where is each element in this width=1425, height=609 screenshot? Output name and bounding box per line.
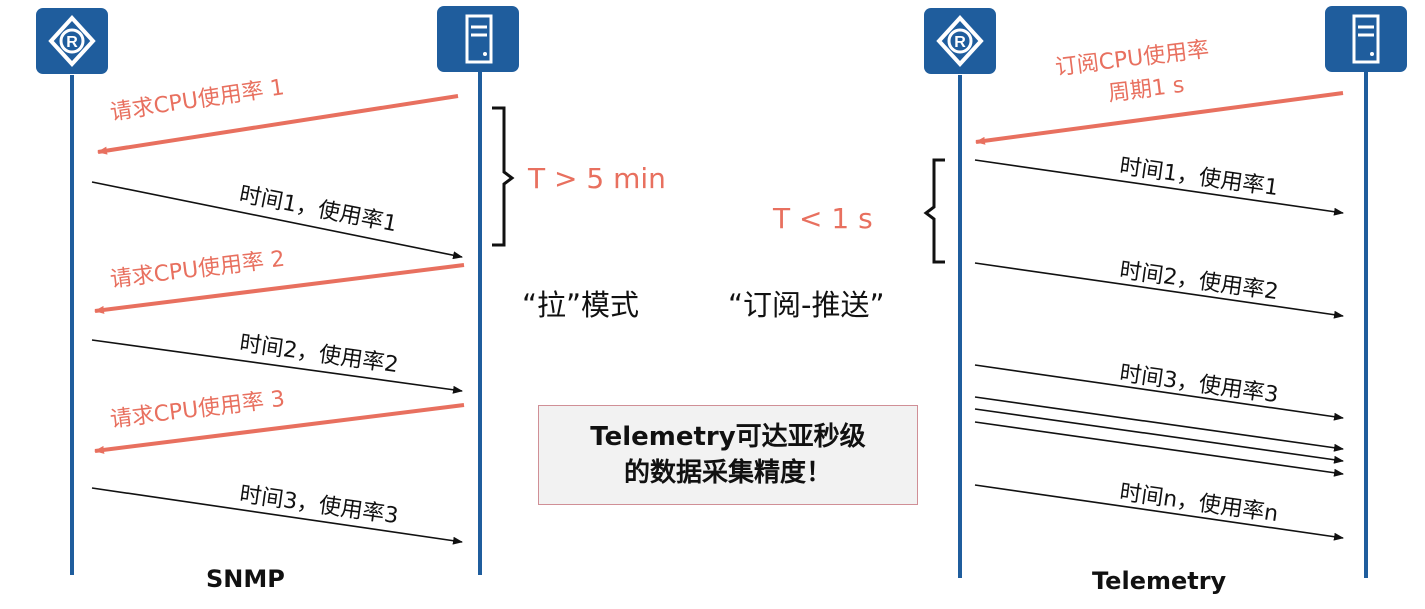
telemetry-push-arrow-6 <box>974 421 1344 477</box>
snmp-request-arrow-3 <box>94 403 465 454</box>
subscribe-push-mode-label: “订阅-推送” <box>728 288 885 322</box>
snmp-interval-brace <box>492 106 515 247</box>
server-icon <box>1325 6 1407 72</box>
precision-note-line2: 的数据采集精度！ <box>623 458 832 488</box>
snmp-request-arrow-2 <box>94 263 465 314</box>
server-icon <box>437 6 519 72</box>
svg-text:R: R <box>954 34 966 51</box>
snmp-response-arrow-1 <box>91 181 463 260</box>
telemetry-subscribe-arrow <box>975 91 1344 145</box>
snmp-response-arrow-2 <box>91 339 463 394</box>
telemetry-push-arrow-3 <box>974 364 1344 421</box>
telemetry-push-arrow-7 <box>974 484 1344 541</box>
snmp-response-arrow-3 <box>91 487 463 545</box>
precision-note-box: Telemetry可达亚秒级 的数据采集精度！ <box>538 405 918 505</box>
telemetry-interval-label: T < 1 s <box>773 202 873 235</box>
telemetry-interval-brace <box>923 158 945 264</box>
snmp-title: SNMP <box>206 565 285 593</box>
telemetry-push-arrow-4 <box>974 396 1344 452</box>
telemetry-title: Telemetry <box>1092 567 1227 595</box>
precision-note-line1: Telemetry可达亚秒级 <box>590 422 866 452</box>
telemetry-push-arrow-2 <box>974 262 1344 319</box>
router-icon: R <box>36 8 108 74</box>
telemetry-push-arrow-5 <box>974 408 1344 464</box>
snmp-interval-label: T > 5 min <box>528 162 666 195</box>
pull-mode-label: “拉”模式 <box>522 288 640 322</box>
telemetry-push-arrow-1 <box>974 159 1344 216</box>
svg-text:R: R <box>66 34 78 51</box>
snmp-request-arrow-1 <box>97 94 459 155</box>
router-icon: R <box>924 8 996 74</box>
